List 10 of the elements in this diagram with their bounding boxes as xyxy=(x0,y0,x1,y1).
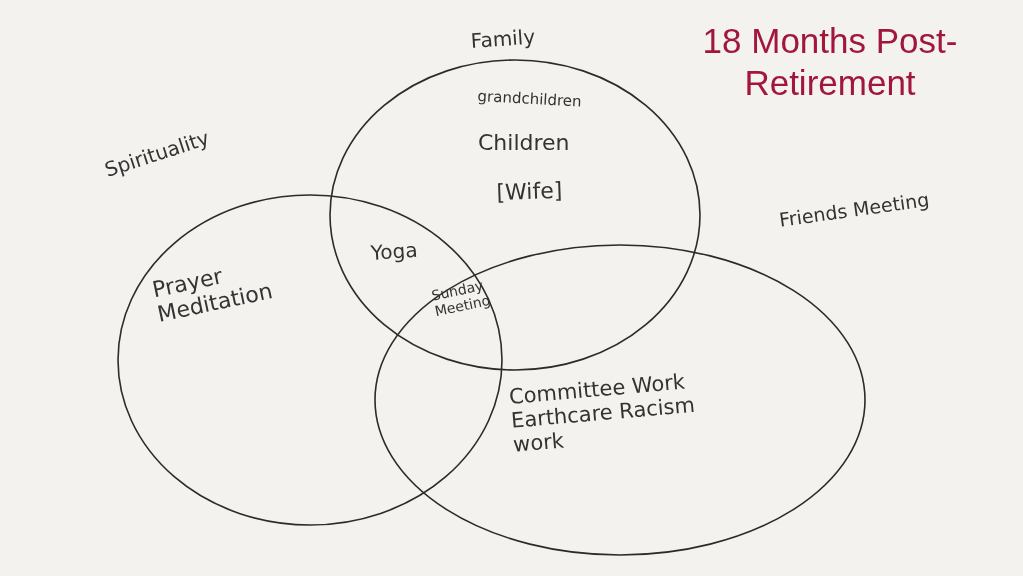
circle-text: Prayer Meditation xyxy=(150,262,276,328)
region-text: Yoga xyxy=(370,236,420,265)
circle-heading: Friends Meeting xyxy=(778,187,932,232)
circle-text: [Wife] xyxy=(496,176,564,206)
diagram-title: 18 Months Post-Retirement xyxy=(701,20,959,104)
region-text: Sunday Meeting xyxy=(430,276,493,320)
circle-text: Children xyxy=(478,130,571,156)
circle-text: Committee Work Earthcare Racism work xyxy=(508,368,697,458)
circle-heading: Family xyxy=(470,23,537,53)
circle-text: grandchildren xyxy=(477,88,583,113)
